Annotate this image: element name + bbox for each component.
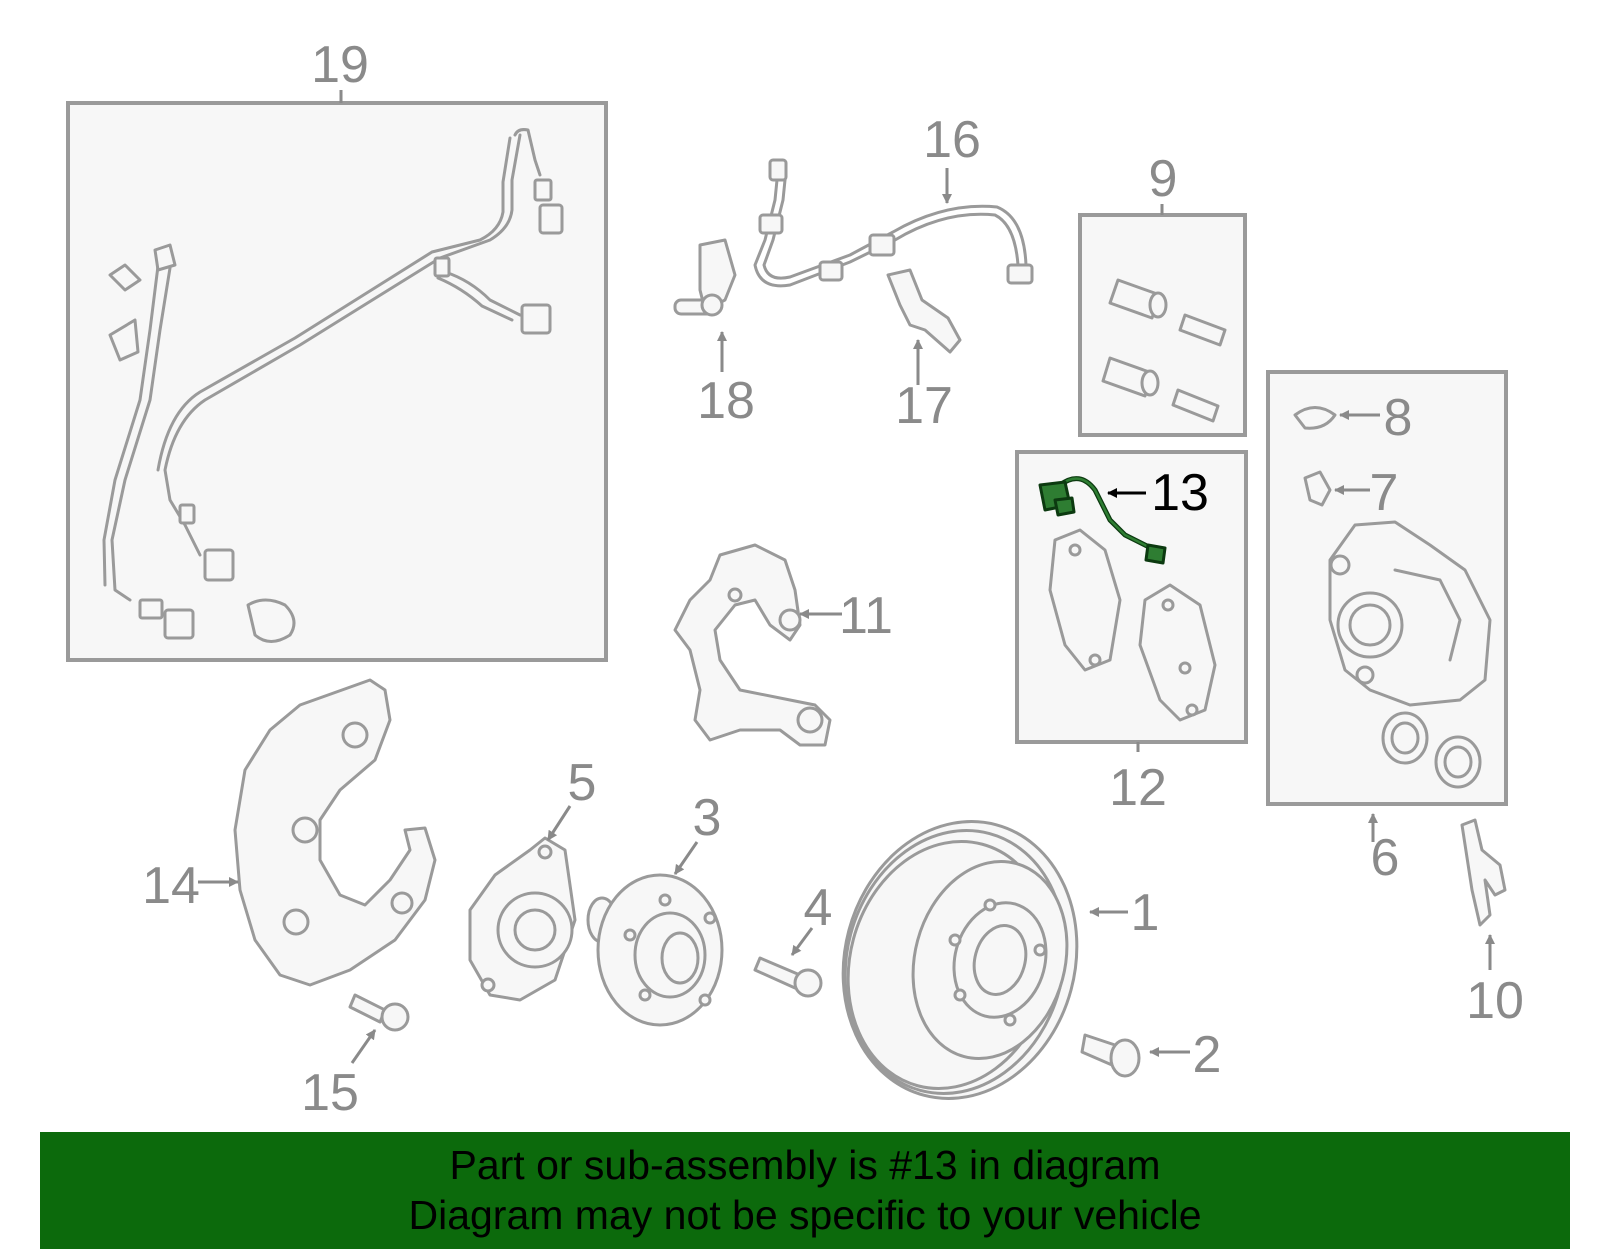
rotor-screw-2[interactable]	[1080, 1033, 1141, 1078]
callout-1: 1	[1131, 884, 1160, 942]
hose-bracket-17[interactable]	[886, 268, 962, 354]
brake-rotor-1[interactable]	[813, 795, 1108, 1125]
abs-sensor-18[interactable]	[673, 238, 737, 317]
callout-4: 4	[804, 879, 833, 937]
callout-18: 18	[697, 372, 755, 430]
clip-10[interactable]	[1460, 818, 1507, 927]
wheel-bearing-5[interactable]	[468, 836, 577, 1002]
callout-10: 10	[1466, 972, 1524, 1030]
callout-12: 12	[1109, 759, 1167, 817]
callout-2: 2	[1193, 1026, 1222, 1084]
banner-line-1: Part or sub-assembly is #13 in diagram	[449, 1142, 1161, 1188]
brake-wear-sensor-13[interactable]	[1038, 476, 1167, 565]
callout-11: 11	[839, 587, 893, 645]
callout-5: 5	[568, 754, 597, 812]
info-banner: Part or sub-assembly is #13 in diagram D…	[40, 1132, 1570, 1249]
wheel-hub-3[interactable]	[586, 873, 724, 1027]
callout-19: 19	[311, 36, 369, 94]
bolt-15[interactable]	[348, 993, 410, 1032]
callout-17: 17	[895, 377, 953, 435]
callout-7: 7	[1370, 464, 1399, 522]
callout-13: 13	[1151, 464, 1209, 522]
callout-9: 9	[1149, 150, 1178, 208]
callout-8: 8	[1384, 389, 1413, 447]
caliper-assembly-6[interactable]	[1266, 370, 1508, 806]
banner-line-2: Diagram may not be specific to your vehi…	[408, 1192, 1202, 1238]
brake-hose-16[interactable]	[753, 158, 1034, 288]
splash-shield-14[interactable]	[233, 678, 437, 987]
callout-16: 16	[923, 111, 981, 169]
brake-pad-set-12[interactable]	[1015, 450, 1248, 744]
callout-14: 14	[142, 857, 200, 915]
callout-6: 6	[1371, 829, 1400, 887]
axle-bolt-4[interactable]	[753, 956, 823, 998]
wiring-harness-19[interactable]	[66, 101, 608, 662]
caliper-bracket-11[interactable]	[673, 543, 832, 747]
callout-3: 3	[693, 789, 722, 847]
guide-pin-kit-9[interactable]	[1078, 213, 1247, 437]
callout-15: 15	[301, 1064, 359, 1122]
